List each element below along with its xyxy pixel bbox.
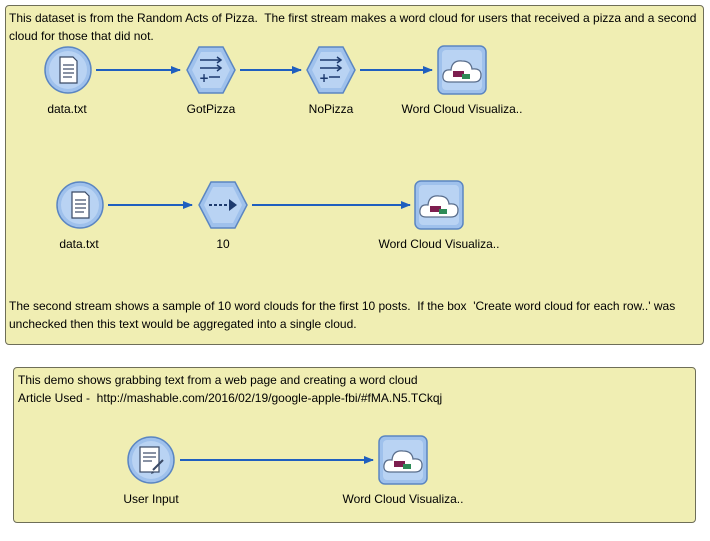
node-label-nopizza: NoPizza	[308, 102, 354, 116]
word-cloud-icon	[414, 180, 464, 230]
svg-text:+: +	[319, 71, 329, 85]
node-label-wordcloud-2: Word Cloud Visualiza..	[378, 237, 500, 251]
comment-box-user-input[interactable]: This demo shows grabbing text from a web…	[13, 367, 696, 523]
node-label-data-1: data.txt	[47, 102, 87, 116]
node-file-source-2[interactable]	[54, 179, 106, 231]
node-word-cloud-1[interactable]	[436, 44, 488, 96]
select-icon: +	[306, 46, 356, 94]
node-label-data-2: data.txt	[59, 237, 99, 251]
word-cloud-icon	[437, 45, 487, 95]
node-label-sample: 10	[216, 237, 230, 251]
node-label-gotpizza: GotPizza	[186, 102, 236, 116]
node-select-gotpizza[interactable]: +	[185, 44, 237, 96]
comment-box-pizza[interactable]: This dataset is from the Random Acts of …	[5, 5, 704, 345]
sample-icon	[198, 181, 248, 229]
node-label-user-input: User Input	[123, 492, 179, 506]
node-word-cloud-3[interactable]	[377, 434, 429, 486]
comment-text-web-demo: This demo shows grabbing text from a web…	[18, 373, 443, 405]
comment-text-pizza-intro: This dataset is from the Random Acts of …	[9, 11, 700, 43]
comment-text-sample-note: The second stream shows a sample of 10 w…	[9, 299, 679, 331]
file-source-icon	[56, 181, 104, 229]
node-sample-10[interactable]	[197, 179, 249, 231]
file-source-icon	[44, 46, 92, 94]
node-label-wordcloud-3: Word Cloud Visualiza..	[342, 492, 464, 506]
node-select-nopizza[interactable]: +	[305, 44, 357, 96]
node-user-input[interactable]	[125, 434, 177, 486]
word-cloud-icon	[378, 435, 428, 485]
node-label-wordcloud-1: Word Cloud Visualiza..	[401, 102, 523, 116]
node-file-source-1[interactable]	[42, 44, 94, 96]
user-input-icon	[127, 436, 175, 484]
svg-text:+: +	[199, 71, 209, 85]
node-word-cloud-2[interactable]	[413, 179, 465, 231]
select-icon: +	[186, 46, 236, 94]
